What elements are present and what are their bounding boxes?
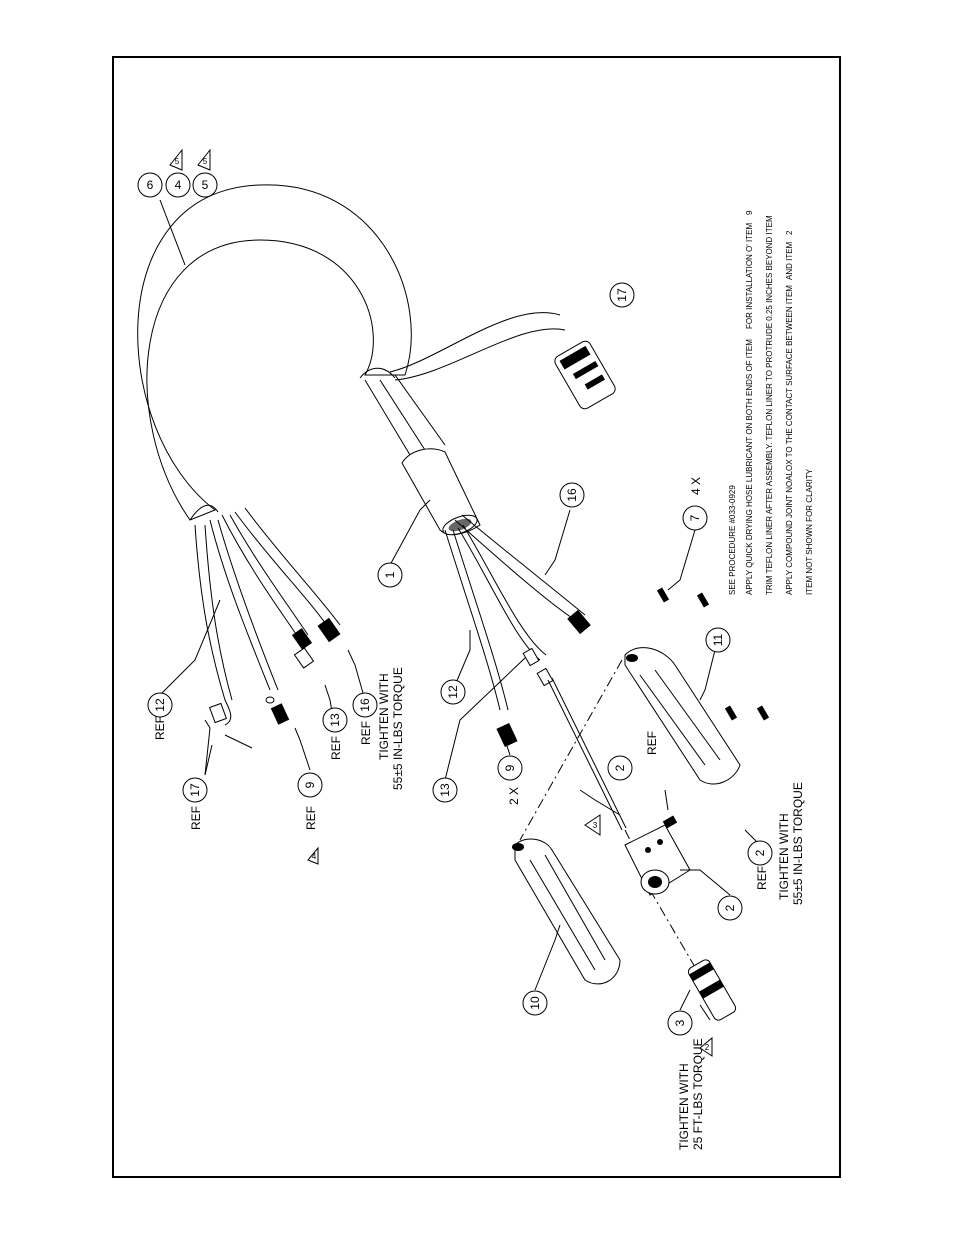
svg-text:5: 5 xyxy=(175,157,180,166)
svg-text:12: 12 xyxy=(446,685,460,699)
ref-label-17: REF xyxy=(189,806,203,830)
note-5: SEE PROCEDURE #033-0929 xyxy=(728,485,737,595)
svg-text:3: 3 xyxy=(673,1019,687,1026)
svg-text:17: 17 xyxy=(188,783,202,797)
note-4: APPLY QUICK DRYING HOSE LUBRICANT ON BOT… xyxy=(745,210,754,595)
note-triangle-2: 2 xyxy=(699,1036,713,1057)
ref-label-2-top: REF xyxy=(645,731,659,755)
item-balloon-16-left: 16 xyxy=(352,692,378,718)
item-balloon-2: 2 xyxy=(717,895,743,921)
svg-text:13: 13 xyxy=(328,713,342,727)
item-balloon-7: 7 xyxy=(682,505,708,531)
item-balloon-11: 11 xyxy=(705,627,731,653)
drawing-border xyxy=(112,56,841,1178)
svg-text:16: 16 xyxy=(565,488,579,502)
item-balloon-6: 6 xyxy=(137,172,163,198)
tighten-label-16: TIGHTEN WITH xyxy=(377,673,391,760)
svg-text:5: 5 xyxy=(203,157,208,166)
note-triangle-5-b: 5 xyxy=(197,148,211,171)
svg-text:11: 11 xyxy=(711,633,725,646)
svg-text:4: 4 xyxy=(175,178,182,192)
connector-17-part xyxy=(554,340,616,410)
svg-text:FOR INSTALLATION O' ITEM: FOR INSTALLATION O' ITEM xyxy=(745,223,754,329)
item-balloon-2-ref-top: 2 xyxy=(607,755,633,781)
left-leads xyxy=(194,507,341,701)
tighten-label-3: TIGHTEN WITH xyxy=(677,1063,691,1150)
item-balloon-16-top: 16 xyxy=(559,482,585,508)
ref-label-13: REF xyxy=(329,736,343,760)
note-1: ITEM NOT SHOWN FOR CLARITY xyxy=(805,468,814,595)
item-balloon-17-top: 17 xyxy=(609,282,635,308)
note-triangle-4: 4 xyxy=(307,846,319,865)
svg-text:ITEM NOT SHOWN FOR CLARITY: ITEM NOT SHOWN FOR CLARITY xyxy=(805,468,814,595)
hose-assembly-outer xyxy=(137,184,412,521)
svg-text:SEE PROCEDURE #033-0929: SEE PROCEDURE #033-0929 xyxy=(728,485,737,595)
torque-label-2: 55±5 IN-LBS TORQUE xyxy=(791,782,805,905)
two-x-label: 2 X xyxy=(507,787,521,805)
ref-label-9: REF xyxy=(304,806,318,830)
item-balloon-17-left: 17 xyxy=(182,777,208,803)
labels-group: REF REF REF TIGHTEN WITH 55±5 IN-LBS TOR… xyxy=(153,477,805,1150)
svg-text:7: 7 xyxy=(688,514,702,521)
note-3: TRIM TEFLON LINER AFTER ASSEMBLY. TEFLON… xyxy=(765,215,774,595)
svg-text:TRIM TEFLON LINER AFTER ASSEMB: TRIM TEFLON LINER AFTER ASSEMBLY. TEFLON… xyxy=(765,215,774,595)
item-balloon-2-ref-bottom: 2 xyxy=(747,840,773,866)
svg-text:9: 9 xyxy=(503,764,517,771)
sleeve-part xyxy=(401,448,481,536)
block-2-part xyxy=(624,824,691,896)
svg-text:APPLY QUICK DRYING HOSE LUBRIC: APPLY QUICK DRYING HOSE LUBRICANT ON BOT… xyxy=(745,339,754,595)
four-x-label: 4 X xyxy=(689,477,703,495)
leader-lines xyxy=(159,199,761,1021)
item-balloon-13-right: 13 xyxy=(432,777,458,803)
svg-text:2: 2 xyxy=(723,904,737,911)
svg-text:5: 5 xyxy=(202,178,209,192)
notes-block: SEE PROCEDURE #033-0929 APPLY QUICK DRYI… xyxy=(728,210,814,595)
item-balloon-1: 1 xyxy=(377,562,403,588)
handle-half-11-part xyxy=(624,647,741,785)
torque-label-16: 55±5 IN-LBS TORQUE xyxy=(391,667,405,790)
right-leads xyxy=(444,514,591,748)
ref-label-12: REF xyxy=(153,716,167,740)
svg-text:AND ITEM: AND ITEM xyxy=(785,241,794,280)
svg-text:16: 16 xyxy=(358,698,372,712)
item-balloon-12-right: 12 xyxy=(440,679,466,705)
note-triangle-5-a: 5 xyxy=(169,148,183,171)
svg-text:9: 9 xyxy=(303,781,317,788)
svg-text:2: 2 xyxy=(753,849,767,856)
svg-text:3: 3 xyxy=(593,821,598,830)
note-triangle-3: 3 xyxy=(584,814,601,836)
left-fittings xyxy=(208,617,341,749)
control-cable xyxy=(389,312,566,381)
note-2: APPLY COMPOUND JOINT NOALOX TO THE CONTA… xyxy=(785,230,794,595)
ref-label-16: REF xyxy=(359,721,373,745)
svg-text:13: 13 xyxy=(438,783,452,797)
torque-label-3: 25 FT-LBS TORQUE xyxy=(691,1038,705,1150)
fitting-3-part xyxy=(687,959,737,1021)
svg-text:12: 12 xyxy=(153,698,167,712)
hose-bundle xyxy=(364,374,446,456)
svg-text:2: 2 xyxy=(785,230,794,235)
svg-text:17: 17 xyxy=(615,288,629,302)
item-balloon-3: 3 xyxy=(667,1010,693,1036)
svg-text:6: 6 xyxy=(147,178,154,192)
ref-label-2-bottom: REF xyxy=(755,866,769,890)
screws-part xyxy=(656,587,770,829)
item-balloon-5: 5 xyxy=(192,172,218,198)
svg-text:APPLY COMPOUND JOINT NOALOX TO: APPLY COMPOUND JOINT NOALOX TO THE CONTA… xyxy=(785,285,794,595)
svg-text:4: 4 xyxy=(312,852,317,861)
item-balloon-4: 4 xyxy=(165,172,191,198)
svg-text:9: 9 xyxy=(745,210,754,215)
svg-text:10: 10 xyxy=(528,996,542,1010)
svg-text:1: 1 xyxy=(383,571,397,578)
item-balloon-13-left: 13 xyxy=(322,707,348,733)
item-balloon-12-left: 12 xyxy=(147,692,173,718)
svg-text:2: 2 xyxy=(613,764,627,771)
handle-half-10-part xyxy=(512,838,621,985)
tighten-label-2: TIGHTEN WITH xyxy=(777,813,791,900)
item-balloon-9-left: 9 xyxy=(297,772,323,798)
item-balloon-10: 10 xyxy=(522,990,548,1016)
svg-text:2: 2 xyxy=(705,1043,710,1052)
item-balloon-9-right: 9 xyxy=(497,755,523,781)
